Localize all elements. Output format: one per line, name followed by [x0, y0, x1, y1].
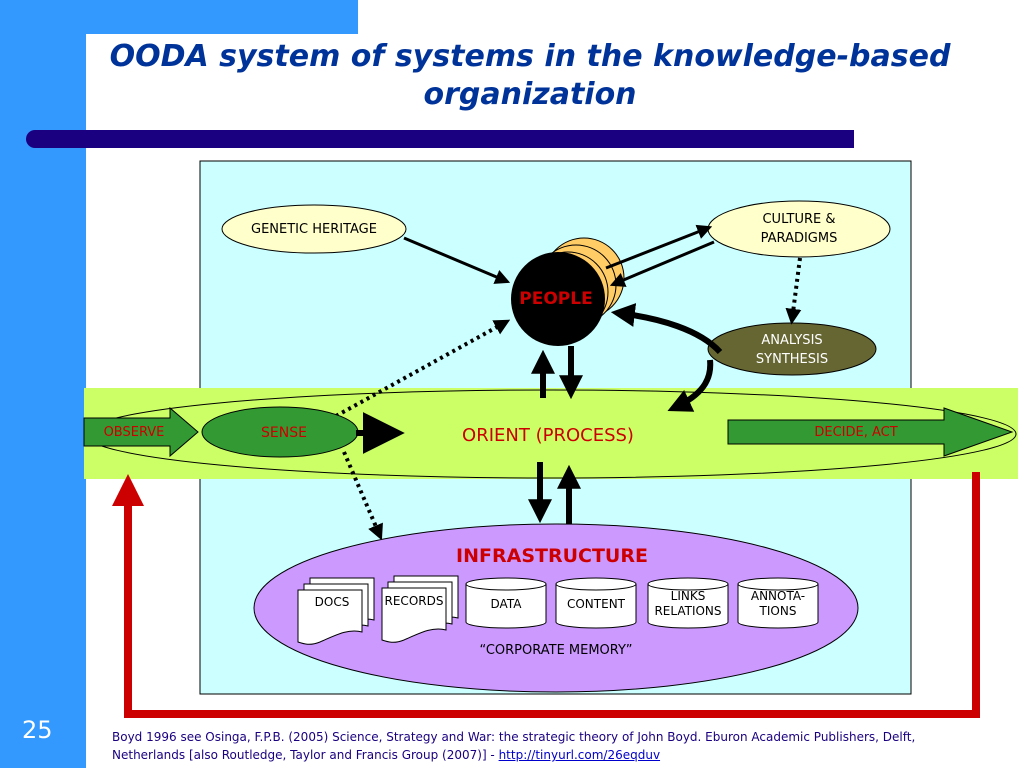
slide-number: 25 — [22, 716, 53, 744]
data-label: DATA — [491, 597, 523, 611]
slide-title-line2: organization — [423, 77, 637, 112]
content-label: CONTENT — [567, 597, 626, 611]
analysis-synthesis-node: ANALYSIS SYNTHESIS — [707, 322, 877, 376]
culture-paradigms-node: CULTURE & PARADIGMS — [707, 200, 891, 258]
docs-icon: DOCS — [297, 577, 375, 645]
title-underline-bar — [26, 130, 854, 148]
footer-citation: Boyd 1996 see Osinga, F.P.B. (2005) Scie… — [112, 728, 992, 764]
culture-label-line2: PARADIGMS — [761, 231, 838, 246]
annotations-cylinder-icon: ANNOTA- TIONS — [737, 577, 819, 629]
genetic-heritage-label: GENETIC HERITAGE — [251, 222, 377, 237]
links-cylinder-icon: LINKS RELATIONS — [647, 577, 729, 629]
arrow-people-to-culture — [605, 224, 713, 270]
observe-arrow: OBSERVE — [83, 406, 199, 458]
dotted-sense-to-people — [335, 319, 511, 418]
sense-node: SENSE — [201, 406, 359, 458]
slide-title-line1: OODA system of systems in the knowledge-… — [109, 39, 951, 74]
observe-label: OBSERVE — [104, 425, 165, 440]
culture-label-line1: CULTURE & — [762, 212, 835, 227]
analysis-label-line2: SYNTHESIS — [756, 352, 828, 367]
links-label-line1: LINKS — [671, 589, 706, 603]
feedback-loop-arrow — [112, 472, 980, 718]
analysis-label-line1: ANALYSIS — [761, 333, 822, 348]
curved-arrow-into-orient — [667, 359, 714, 412]
slide-title: OODA system of systems in the knowledge-… — [100, 38, 960, 114]
citation-text: Boyd 1996 see Osinga, F.P.B. (2005) Scie… — [112, 730, 916, 762]
genetic-heritage-node: GENETIC HERITAGE — [221, 204, 407, 254]
links-label-line2: RELATIONS — [654, 604, 721, 618]
sense-label: SENSE — [261, 425, 307, 441]
dotted-sense-to-infra — [342, 451, 383, 541]
curved-arrow-analysis-people — [610, 303, 723, 355]
orient-label: ORIENT (PROCESS) — [462, 425, 634, 446]
corporate-memory-label: “CORPORATE MEMORY” — [480, 643, 633, 658]
top-band — [0, 0, 358, 34]
records-icon: RECORDS — [381, 575, 459, 643]
annotations-label-line1: ANNOTA- — [751, 589, 805, 603]
citation-link[interactable]: http://tinyurl.com/26eqduv — [498, 748, 661, 762]
content-cylinder-icon: CONTENT — [555, 577, 637, 629]
records-label: RECORDS — [385, 594, 444, 608]
people-node: PEOPLE — [511, 237, 625, 346]
people-label: PEOPLE — [519, 289, 592, 309]
data-cylinder-icon: DATA — [465, 577, 547, 629]
arrow-culture-to-people — [609, 240, 715, 287]
arrow-genetic-to-people — [403, 236, 511, 284]
docs-label: DOCS — [315, 595, 350, 609]
annotations-label-line2: TIONS — [759, 604, 797, 618]
left-band — [0, 0, 86, 768]
decide-act-label: DECIDE, ACT — [814, 425, 897, 440]
infrastructure-label: INFRASTRUCTURE — [456, 545, 648, 567]
decide-act-arrow: DECIDE, ACT — [727, 407, 1014, 457]
